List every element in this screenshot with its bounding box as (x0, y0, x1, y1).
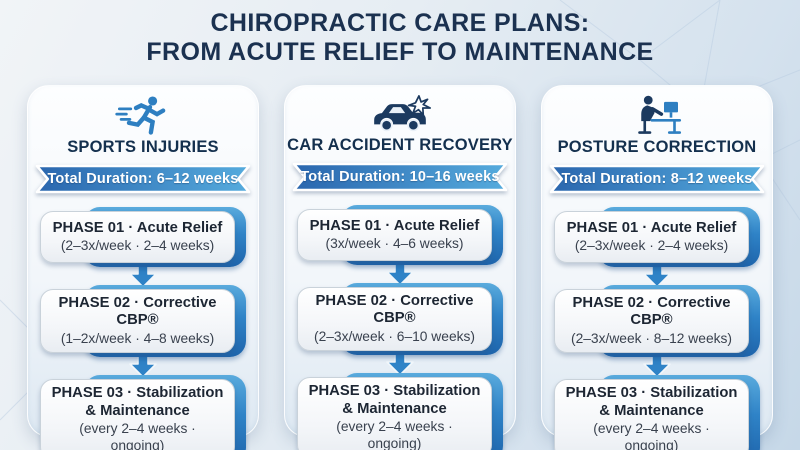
duration-label-car: Total Duration: 10–16 weeks (300, 169, 500, 185)
phase-schedule: (3x/week · 4–6 weeks) (325, 235, 464, 251)
phase-body: PHASE 03 · Stabilization & Maintenance (… (297, 377, 492, 450)
page-title-line2: FROM ACUTE RELIEF TO MAINTENANCE (146, 38, 654, 66)
phase-body: PHASE 02 · Corrective CBP® (2–3x/week · … (297, 287, 492, 352)
phase-title: PHASE 02 · Corrective CBP® (58, 295, 217, 329)
phase-title: PHASE 01 · Acute Relief (566, 219, 737, 236)
duration-label-sports: Total Duration: 6–12 weeks (47, 171, 239, 187)
page-title-line1: CHIROPRACTIC CARE PLANS: (210, 9, 590, 37)
phase-card: PHASE 01 · Acute Relief (2–3x/week · 2–4… (40, 207, 246, 267)
duration-ribbon-posture: Total Duration: 8–12 weeks (549, 164, 765, 194)
phase-card: PHASE 02 · Corrective CBP® (1–2x/week · … (40, 285, 246, 358)
phase-body: PHASE 02 · Corrective CBP® (2–3x/week · … (554, 289, 749, 354)
phase-title: PHASE 02 · Corrective CBP® (572, 295, 731, 329)
desk-posture-icon (629, 94, 685, 136)
phase-title: PHASE 01 · Acute Relief (309, 217, 480, 234)
phase-body: PHASE 01 · Acute Relief (2–3x/week · 2–4… (40, 211, 235, 263)
duration-ribbon-sports: Total Duration: 6–12 weeks (35, 164, 251, 194)
phase-title: PHASE 02 · Corrective CBP® (315, 293, 474, 327)
phase-schedule: (every 2–4 weeks · ongoing) (336, 419, 453, 450)
runner-icon (114, 94, 172, 136)
phase-schedule: (2–3x/week · 6–10 weeks) (313, 328, 476, 344)
phase-title: PHASE 01 · Acute Relief (52, 219, 223, 236)
phase-title: PHASE 03 · Stabilization & Maintenance (308, 383, 481, 417)
phase-card: PHASE 01 · Acute Relief (2–3x/week · 2–4… (554, 207, 760, 267)
phase-body: PHASE 03 · Stabilization & Maintenance (… (554, 379, 749, 450)
plan-card-car-accident: CAR ACCIDENT RECOVERY Total Duration: 10… (284, 85, 516, 450)
column-title-sports-injuries: SPORTS INJURIES (67, 138, 219, 156)
phase-schedule: (every 2–4 weeks · ongoing) (593, 421, 710, 450)
phase-card: PHASE 02 · Corrective CBP® (2–3x/week · … (297, 283, 503, 356)
column-title-posture: POSTURE CORRECTION (557, 138, 757, 156)
phase-body: PHASE 02 · Corrective CBP® (1–2x/week · … (40, 289, 235, 354)
phase-schedule: (1–2x/week · 4–8 weeks) (60, 330, 215, 346)
phase-title: PHASE 03 · Stabilization & Maintenance (51, 385, 224, 419)
phase-schedule: (every 2–4 weeks · ongoing) (79, 421, 196, 450)
phase-body: PHASE 01 · Acute Relief (3x/week · 4–6 w… (297, 209, 492, 261)
phases-sports: PHASE 01 · Acute Relief (2–3x/week · 2–4… (40, 207, 246, 450)
plan-card-sports-injuries: SPORTS INJURIES Total Duration: 6–12 wee… (27, 85, 259, 450)
phases-posture: PHASE 01 · Acute Relief (2–3x/week · 2–4… (554, 207, 760, 450)
plan-card-posture: POSTURE CORRECTION Total Duration: 8–12 … (541, 85, 773, 450)
plan-columns: SPORTS INJURIES Total Duration: 6–12 wee… (0, 85, 800, 450)
phase-title: PHASE 03 · Stabilization & Maintenance (565, 385, 738, 419)
phase-schedule: (2–3x/week · 8–12 weeks) (570, 330, 733, 346)
phase-card: PHASE 03 · Stabilization & Maintenance (… (40, 375, 246, 450)
page-title: CHIROPRACTIC CARE PLANS: FROM ACUTE RELI… (0, 0, 800, 67)
phase-schedule: (2–3x/week · 2–4 weeks) (574, 237, 729, 253)
phase-card: PHASE 01 · Acute Relief (3x/week · 4–6 w… (297, 205, 503, 265)
column-title-car-accident: CAR ACCIDENT RECOVERY (287, 136, 513, 154)
duration-ribbon-car: Total Duration: 10–16 weeks (292, 162, 508, 192)
duration-label-posture: Total Duration: 8–12 weeks (561, 171, 753, 187)
phase-body: PHASE 03 · Stabilization & Maintenance (… (40, 379, 235, 450)
phase-schedule: (2–3x/week · 2–4 weeks) (60, 237, 215, 253)
phase-card: PHASE 02 · Corrective CBP® (2–3x/week · … (554, 285, 760, 358)
phases-car: PHASE 01 · Acute Relief (3x/week · 4–6 w… (297, 205, 503, 450)
phase-card: PHASE 03 · Stabilization & Maintenance (… (554, 375, 760, 450)
car-crash-icon (369, 94, 431, 134)
phase-card: PHASE 03 · Stabilization & Maintenance (… (297, 373, 503, 450)
phase-body: PHASE 01 · Acute Relief (2–3x/week · 2–4… (554, 211, 749, 263)
